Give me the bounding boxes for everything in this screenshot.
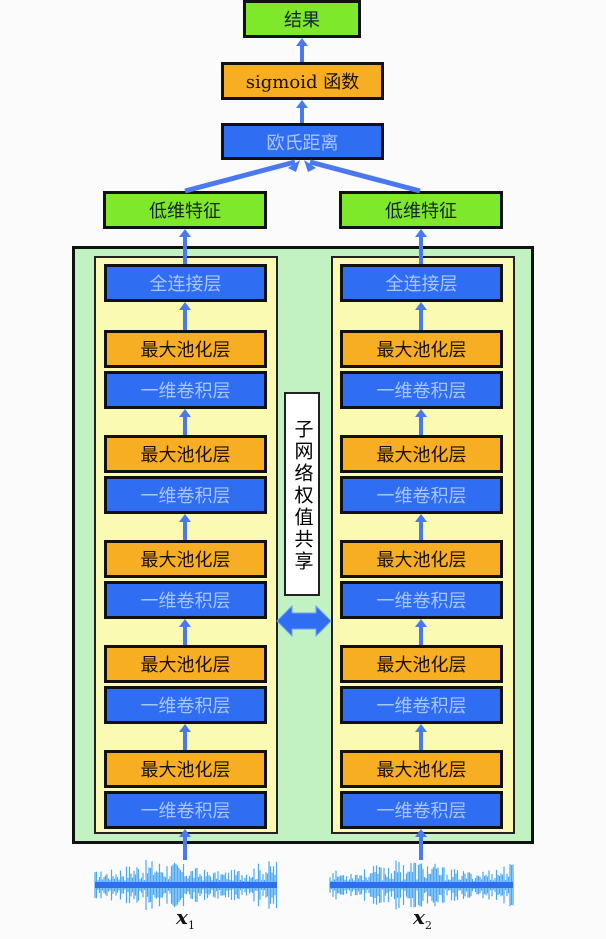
arrow-input-right-head xyxy=(415,829,427,837)
arrow-left-feature-to-distance xyxy=(184,159,296,194)
arrow-conv-to-pool-left-2-head xyxy=(179,514,191,522)
input-label-x1: x1 xyxy=(176,905,195,932)
conv1d-layer-right-1: 一维卷积层 xyxy=(340,371,503,409)
arrow-head-left xyxy=(288,160,300,172)
euclidean-distance-box: 欧氏距离 xyxy=(221,123,384,160)
arrow-conv-to-pool-left-3-head xyxy=(179,619,191,627)
arrow-conv-to-pool-left-4-head xyxy=(179,724,191,732)
maxpool-layer-right-5: 最大池化层 xyxy=(340,750,503,788)
arrow-conv-to-pool-right-1-head xyxy=(415,409,427,417)
arrow-distance-to-sigmoid-head xyxy=(296,100,308,108)
conv1d-layer-left-5: 一维卷积层 xyxy=(104,791,267,829)
maxpool-layer-left-2: 最大池化层 xyxy=(104,435,267,473)
result-box: 结果 xyxy=(243,0,361,38)
arrow-conv-to-pool-right-2-head xyxy=(415,514,427,522)
fc-layer-left: 全连接层 xyxy=(104,264,267,302)
sigmoid-box: sigmoid 函数 xyxy=(221,62,384,100)
arrow-fc-to-feature-left-head xyxy=(179,229,191,237)
conv1d-layer-right-5: 一维卷积层 xyxy=(340,791,503,829)
maxpool-layer-right-3: 最大池化层 xyxy=(340,540,503,578)
arrow-conv-to-pool-right-3-head xyxy=(415,619,427,627)
conv1d-layer-left-3: 一维卷积层 xyxy=(104,581,267,619)
input-label-x2: x2 xyxy=(413,905,432,932)
maxpool-layer-right-4: 最大池化层 xyxy=(340,645,503,683)
arrow-pool-to-fc-left-head xyxy=(179,302,191,310)
arrow-fc-to-feature-right-head xyxy=(415,229,427,237)
weight-sharing-label: 子网络权值共享 xyxy=(284,392,320,596)
arrow-head-right xyxy=(304,160,316,172)
arrow-sigmoid-to-result-head xyxy=(296,38,308,46)
feature-box-right: 低维特征 xyxy=(339,191,503,229)
fc-layer-right: 全连接层 xyxy=(340,264,503,302)
maxpool-layer-right-1: 最大池化层 xyxy=(340,330,503,368)
arrow-pool-to-fc-right-head xyxy=(415,302,427,310)
arrow-conv-to-pool-right-4-head xyxy=(415,724,427,732)
weight-sharing-double-arrow xyxy=(276,604,332,638)
feature-box-left: 低维特征 xyxy=(103,191,267,229)
maxpool-layer-left-5: 最大池化层 xyxy=(104,750,267,788)
maxpool-layer-right-2: 最大池化层 xyxy=(340,435,503,473)
conv1d-layer-left-2: 一维卷积层 xyxy=(104,476,267,514)
maxpool-layer-left-4: 最大池化层 xyxy=(104,645,267,683)
conv1d-layer-right-2: 一维卷积层 xyxy=(340,476,503,514)
arrow-right-feature-to-distance xyxy=(309,159,421,194)
conv1d-layer-right-4: 一维卷积层 xyxy=(340,686,503,724)
arrow-input-left-head xyxy=(179,829,191,837)
conv1d-layer-left-1: 一维卷积层 xyxy=(104,371,267,409)
maxpool-layer-left-1: 最大池化层 xyxy=(104,330,267,368)
arrow-conv-to-pool-left-1-head xyxy=(179,409,191,417)
maxpool-layer-left-3: 最大池化层 xyxy=(104,540,267,578)
conv1d-layer-right-3: 一维卷积层 xyxy=(340,581,503,619)
conv1d-layer-left-4: 一维卷积层 xyxy=(104,686,267,724)
